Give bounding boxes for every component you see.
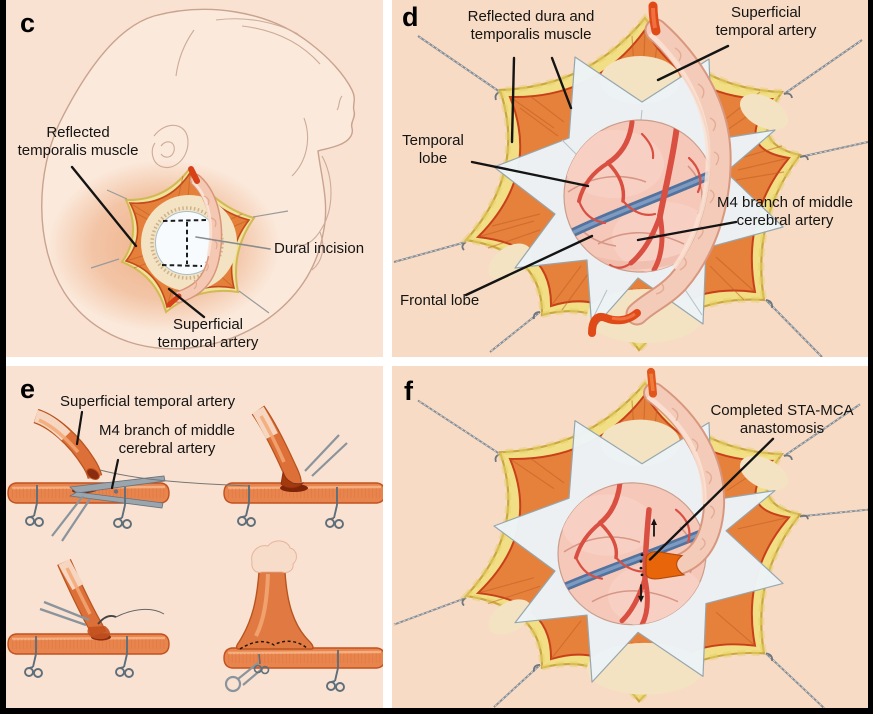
sta-stump (33, 408, 103, 481)
anastomosis-step-1 (8, 408, 169, 542)
panel-letter-d: d (402, 2, 419, 32)
label-completed-anastomosis: Completed STA-MCA anastomosis (710, 402, 854, 437)
sta-cuff (251, 540, 297, 573)
anastomosis-step-3 (8, 558, 169, 678)
m4-artery (577, 120, 702, 272)
anastomosis-site (638, 518, 686, 603)
label-frontal-lobe: Frontal lobe (400, 292, 480, 309)
label-dural-incision: Dural incision (274, 240, 365, 257)
m4-artery (574, 482, 691, 625)
panel-e-illustration (6, 405, 383, 693)
panel-d: d Reflected dura and temporalis muscle S… (392, 0, 868, 357)
completed-sta-junction (235, 571, 314, 650)
label-superficial-temporal-artery-e: Superficial temporal artery (60, 393, 236, 410)
frame-bottom (0, 708, 873, 714)
leader-line (648, 437, 775, 561)
flap-threads (90, 189, 289, 314)
retraction-sutures (393, 399, 868, 708)
leader-lines (464, 44, 738, 297)
forceps (304, 434, 348, 477)
frame-right (868, 0, 873, 714)
sta-stump (251, 405, 305, 489)
dural-incision-dashes (161, 219, 208, 267)
label-m4-branch-e: M4 branch of middle cerebral artery (99, 422, 235, 457)
panel-e: e Superficial temporal artery M4 branch … (6, 366, 383, 708)
anastomosis-step-4 (224, 540, 383, 693)
label-reflected-dura: Reflected dura and temporalis muscle (467, 8, 595, 43)
needle-holder (39, 600, 90, 627)
leader-lines (75, 410, 120, 490)
sta-graft (166, 166, 223, 308)
graft-wrinkles (655, 47, 720, 295)
suture-line-dashes (239, 640, 309, 650)
label-reflected-temporalis-muscle: Reflected temporalis muscle (17, 124, 139, 159)
anastomosis-step-2 (99, 405, 383, 529)
thin-indicator-line (99, 469, 250, 487)
leader-lines (70, 165, 271, 319)
frame-left (0, 0, 6, 714)
needle (97, 615, 117, 625)
flow-arrows (640, 523, 655, 598)
panel-f-illustration (393, 367, 868, 708)
brain-surface (563, 119, 717, 273)
retraction-sutures (393, 35, 868, 357)
label-m4-branch-d: M4 branch of middle cerebral artery (717, 194, 853, 229)
clip-applier (224, 653, 270, 693)
label-temporal-lobe: Temporal lobe (402, 132, 464, 167)
panel-letter-e: e (20, 374, 36, 404)
panel-d-illustration (393, 1, 868, 357)
scissors (68, 475, 166, 509)
panel-letter-c: c (20, 8, 36, 38)
brain-surface (557, 482, 707, 626)
panel-c-illustration (41, 8, 356, 350)
sta-graft (643, 367, 726, 575)
sta-graft (588, 1, 732, 337)
suture-dots (639, 553, 644, 577)
suture-thread (115, 609, 165, 618)
label-superficial-temporal-artery-d: Superficial temporal artery (715, 4, 817, 39)
panel-c: c Reflected temporalis muscle Dural inci… (6, 0, 383, 357)
graft-wrinkles (671, 407, 715, 551)
label-superficial-temporal-artery-c: Superficial temporal artery (157, 316, 259, 351)
sta-stump (57, 558, 111, 640)
panel-f: f Completed STA-MCA anastomosis (392, 366, 868, 708)
panel-letter-f: f (404, 376, 413, 406)
forceps (51, 495, 91, 542)
